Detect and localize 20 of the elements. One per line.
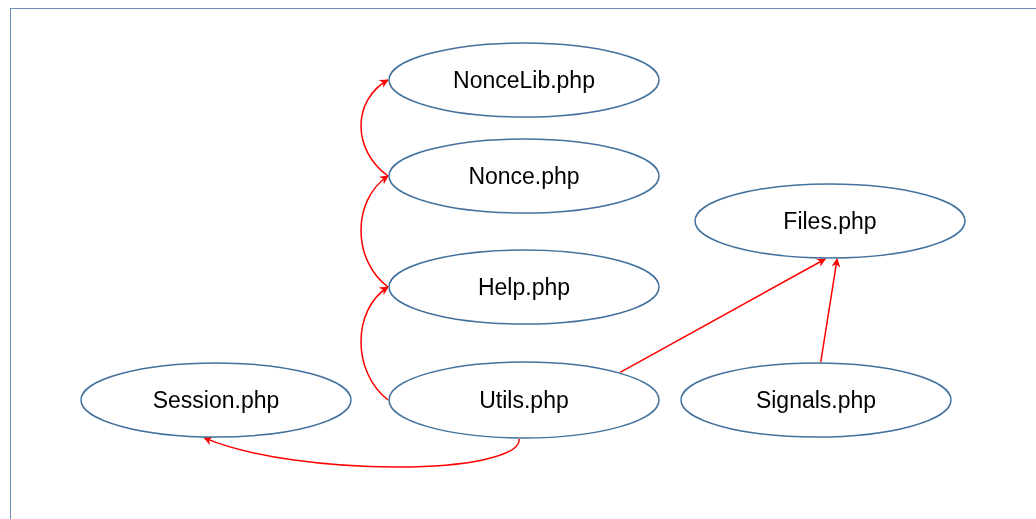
file-name: Nonce.php [467,162,581,190]
file-name: Files.php [782,207,878,235]
file-ellipse [388,249,660,325]
file-ellipse [388,42,660,118]
arrow [360,286,389,401]
file-name: Signals.php [754,386,878,414]
file-ellipse [680,362,952,438]
arrow [203,436,520,468]
file-name: NonceLib.php [452,66,596,94]
file-ellipse [694,183,966,259]
file-ellipse [388,138,660,214]
arrow [360,79,389,177]
file-ellipse [80,362,352,438]
file-ellipse [388,361,660,439]
file-name: Utils.php [478,386,570,414]
file-name: Session.php [151,386,281,414]
arrow [619,258,827,374]
arrow [360,175,389,288]
arrow [820,258,841,363]
file-name: Help.php [476,273,572,301]
